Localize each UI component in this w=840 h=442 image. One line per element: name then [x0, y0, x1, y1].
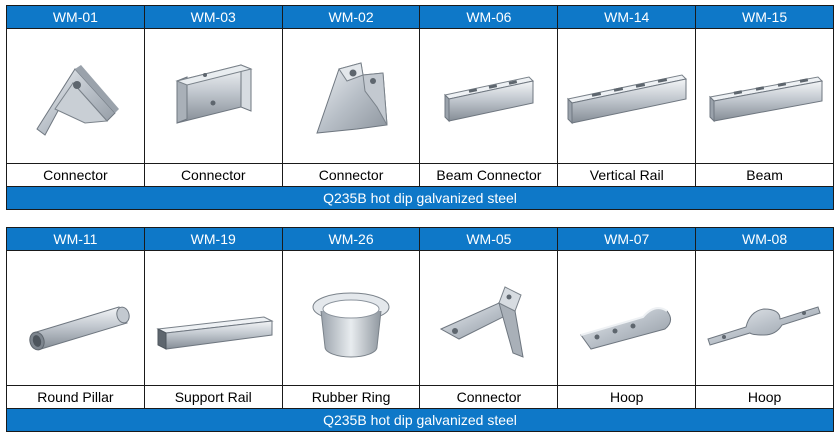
product-image-cell — [6, 28, 145, 164]
name-row: Round Pillar Support Rail Rubber Ring Co… — [6, 385, 834, 409]
product-code: WM-08 — [695, 227, 834, 251]
product-image-cell — [143, 250, 283, 386]
channel-connector-icon — [175, 64, 253, 124]
material-footer: Q235B hot dip galvanized steel — [6, 409, 834, 432]
product-image-cell — [695, 250, 834, 386]
name-row: Connector Connector Connector Beam Conne… — [6, 163, 834, 187]
product-code: WM-05 — [419, 227, 559, 251]
triangle-connector-icon — [36, 65, 120, 136]
bracket-connector-icon — [316, 62, 388, 134]
product-code: WM-03 — [143, 5, 283, 29]
material-footer: Q235B hot dip galvanized steel — [6, 187, 834, 210]
product-image-cell — [419, 250, 559, 386]
omega-hoop-icon — [706, 306, 821, 346]
product-image-cell — [557, 28, 697, 164]
product-code: WM-26 — [281, 227, 421, 251]
product-image-cell — [419, 28, 559, 164]
code-row: WM-01 WM-03 WM-02 WM-06 WM-14 WM-15 — [6, 5, 834, 29]
product-name: Vertical Rail — [557, 163, 697, 187]
angle-bracket-icon — [439, 286, 524, 358]
hoop-clamp-icon — [579, 307, 671, 350]
product-image-cell — [6, 250, 145, 386]
product-code: WM-15 — [695, 5, 834, 29]
product-section-1: WM-01 WM-03 WM-02 WM-06 WM-14 WM-15 — [6, 5, 834, 210]
round-pipe-icon — [29, 306, 131, 351]
product-table-1: WM-01 WM-03 WM-02 WM-06 WM-14 WM-15 — [6, 5, 834, 187]
product-name: Hoop — [557, 385, 697, 409]
product-name: Connector — [6, 163, 145, 187]
product-image-cell — [281, 28, 421, 164]
product-section-2: WM-11 WM-19 WM-26 WM-05 WM-07 WM-08 — [6, 227, 834, 432]
beam-channel-icon — [708, 76, 823, 123]
product-name: Rubber Ring — [281, 385, 421, 409]
product-image-cell — [695, 28, 834, 164]
long-channel-icon — [566, 74, 687, 125]
product-code: WM-11 — [6, 227, 145, 251]
product-table-2: WM-11 WM-19 WM-26 WM-05 WM-07 WM-08 — [6, 227, 834, 409]
product-code: WM-01 — [6, 5, 145, 29]
product-image-cell — [143, 28, 283, 164]
product-name: Beam — [695, 163, 834, 187]
product-name: Connector — [419, 385, 559, 409]
product-name: Connector — [143, 163, 283, 187]
image-row — [6, 28, 834, 164]
ring-icon — [312, 292, 390, 358]
product-image-cell — [557, 250, 697, 386]
product-code: WM-06 — [419, 5, 559, 29]
product-name: Hoop — [695, 385, 834, 409]
product-name: Support Rail — [143, 385, 283, 409]
product-image-cell — [281, 250, 421, 386]
product-code: WM-07 — [557, 227, 697, 251]
product-code: WM-19 — [143, 227, 283, 251]
image-row — [6, 250, 834, 386]
square-tube-icon — [156, 316, 274, 350]
product-name: Round Pillar — [6, 385, 145, 409]
product-code: WM-14 — [557, 5, 697, 29]
product-code: WM-02 — [281, 5, 421, 29]
short-channel-icon — [443, 76, 534, 123]
product-name: Connector — [281, 163, 421, 187]
product-name: Beam Connector — [419, 163, 559, 187]
code-row: WM-11 WM-19 WM-26 WM-05 WM-07 WM-08 — [6, 227, 834, 251]
